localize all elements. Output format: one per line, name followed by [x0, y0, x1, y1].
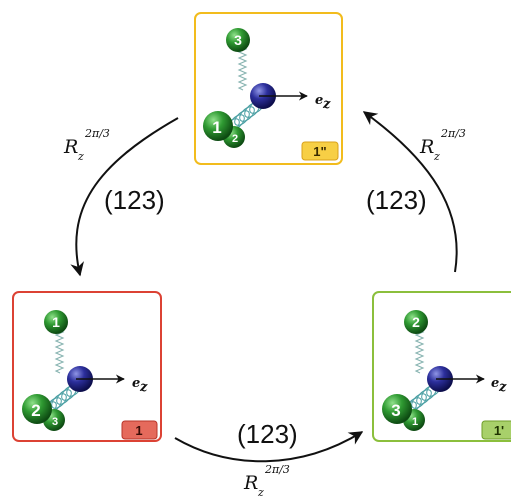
rotation-label-left: R z 2π/3	[63, 127, 110, 163]
sphere-label: 1	[212, 118, 221, 137]
axis-label: e z	[132, 376, 148, 395]
rotation-symbol: R	[63, 136, 78, 158]
permutation-label-right: (123)	[366, 185, 427, 215]
rotation-superscript: 2π/3	[264, 463, 290, 476]
axis-label-main: e	[315, 93, 323, 108]
state-box-top: e z 3 2 1 1"	[194, 12, 343, 165]
axis-label-sub: z	[322, 97, 331, 112]
state-box-right: e z 2 1 3 1'	[372, 291, 511, 442]
state-badge	[121, 420, 158, 440]
rotation-subscript: z	[77, 150, 84, 163]
sphere-label: 1	[52, 314, 60, 330]
sphere-far	[44, 310, 68, 334]
sphere-label: 2	[31, 401, 40, 420]
state-badge	[481, 420, 511, 440]
state-box-left: e z 1 3 2 1	[12, 291, 162, 442]
sphere-near-big	[22, 394, 52, 424]
axis-label-main: e	[132, 376, 140, 391]
sphere-far	[404, 310, 428, 334]
rotation-label-right: R z 2π/3	[419, 127, 466, 163]
axis-label-sub: z	[139, 380, 148, 395]
rotation-subscript: z	[257, 486, 264, 497]
sphere-label: 3	[234, 32, 242, 48]
permutation-label-bottom: (123)	[237, 419, 298, 449]
sphere-label: 3	[391, 401, 400, 420]
sphere-near-big	[203, 111, 233, 141]
sphere-label: 2	[232, 133, 238, 145]
state-badge	[301, 141, 339, 161]
sphere-label: 1	[412, 416, 418, 428]
rotation-symbol: R	[243, 472, 258, 494]
axis-label: e z	[315, 93, 331, 112]
arrow-left-to-right	[174, 431, 364, 463]
rotation-superscript: 2π/3	[84, 127, 110, 140]
axis-label-sub: z	[498, 380, 507, 395]
axis-label: e z	[491, 376, 507, 395]
sphere-far	[226, 28, 250, 52]
sphere-near-big	[382, 394, 412, 424]
state-badge-label: 1'	[494, 423, 504, 438]
rotation-symbol: R	[419, 136, 434, 158]
state-badge-label: 1"	[313, 144, 326, 159]
arrow-top-to-left	[70, 117, 179, 277]
rotation-superscript: 2π/3	[440, 127, 466, 140]
rotation-subscript: z	[433, 150, 440, 163]
state-badge-label: 1	[135, 423, 142, 438]
permutation-label-left: (123)	[104, 185, 165, 215]
sphere-label: 2	[412, 314, 420, 330]
rotation-label-bottom: R z 2π/3	[243, 463, 290, 497]
arrow-right-to-top	[362, 111, 458, 273]
sphere-label: 3	[52, 416, 58, 428]
axis-label-main: e	[491, 376, 499, 391]
